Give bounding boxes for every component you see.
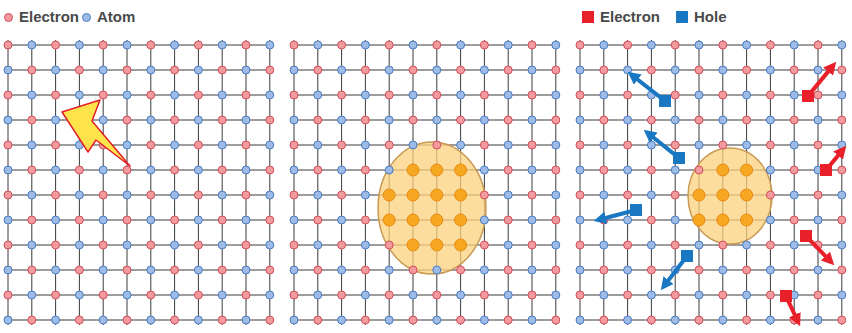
legend-label: Electron [600, 8, 660, 26]
legend-dot [4, 13, 13, 22]
electron-carrier [800, 230, 830, 261]
hole-carrier [649, 134, 685, 164]
lattice-panel-one [4, 40, 274, 325]
legend-item: Hole [676, 8, 727, 26]
legend-dot [82, 13, 91, 22]
legend-label: Electron [19, 8, 79, 26]
lattice-panel-two [290, 40, 560, 325]
legend-label: Hole [694, 8, 727, 26]
legend-square [676, 11, 688, 23]
legend-item: Electron [582, 8, 660, 26]
electron-carrier [820, 151, 842, 176]
hole-carrier [665, 250, 693, 285]
hole-carrier [633, 76, 671, 107]
lattice-panel-three [576, 40, 846, 325]
legend-item: Electron [4, 8, 79, 26]
electron-carrier [802, 67, 832, 102]
legend-label: Atom [97, 8, 135, 26]
legend-item: Atom [82, 8, 135, 26]
carriers [600, 67, 842, 321]
electron-carrier [780, 290, 797, 321]
legend-square [582, 11, 594, 23]
lightning-bolt [62, 100, 130, 166]
hole-carrier [600, 204, 642, 219]
